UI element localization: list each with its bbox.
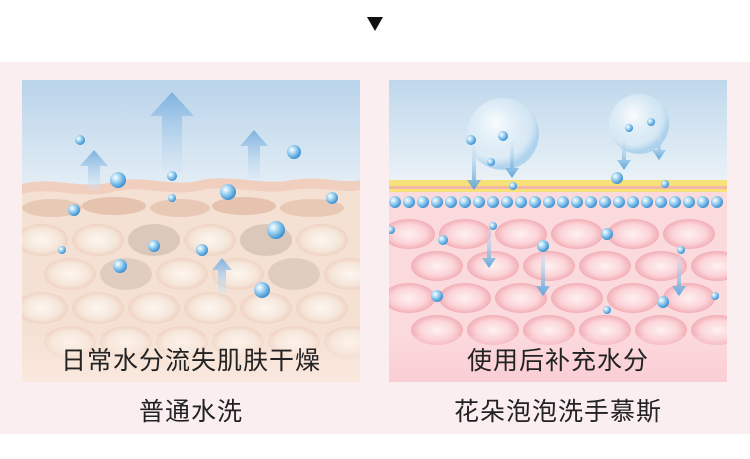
water-droplet-icon xyxy=(58,135,338,298)
label-regular-wash: 普通水洗 xyxy=(138,397,243,426)
label-flower-foam: 花朵泡泡洗手慕斯 xyxy=(453,397,662,426)
bottom-area xyxy=(0,434,750,459)
panel-after-caption: 使用后补充水分 xyxy=(389,336,727,382)
panel-before-caption: 日常水分流失肌肤干燥 xyxy=(22,336,360,382)
panel-after: 使用后补充水分 xyxy=(389,80,727,382)
panel-before: 日常水分流失肌肤干燥 xyxy=(22,80,360,382)
down-triangle-icon xyxy=(367,17,383,31)
absorption-arrow-icon xyxy=(467,136,686,296)
water-droplet-icon xyxy=(389,118,719,314)
evaporation-arrow-icon xyxy=(80,92,268,294)
dry-skin-illustration xyxy=(22,80,360,382)
moisture-barrier-bubbles xyxy=(389,196,723,208)
